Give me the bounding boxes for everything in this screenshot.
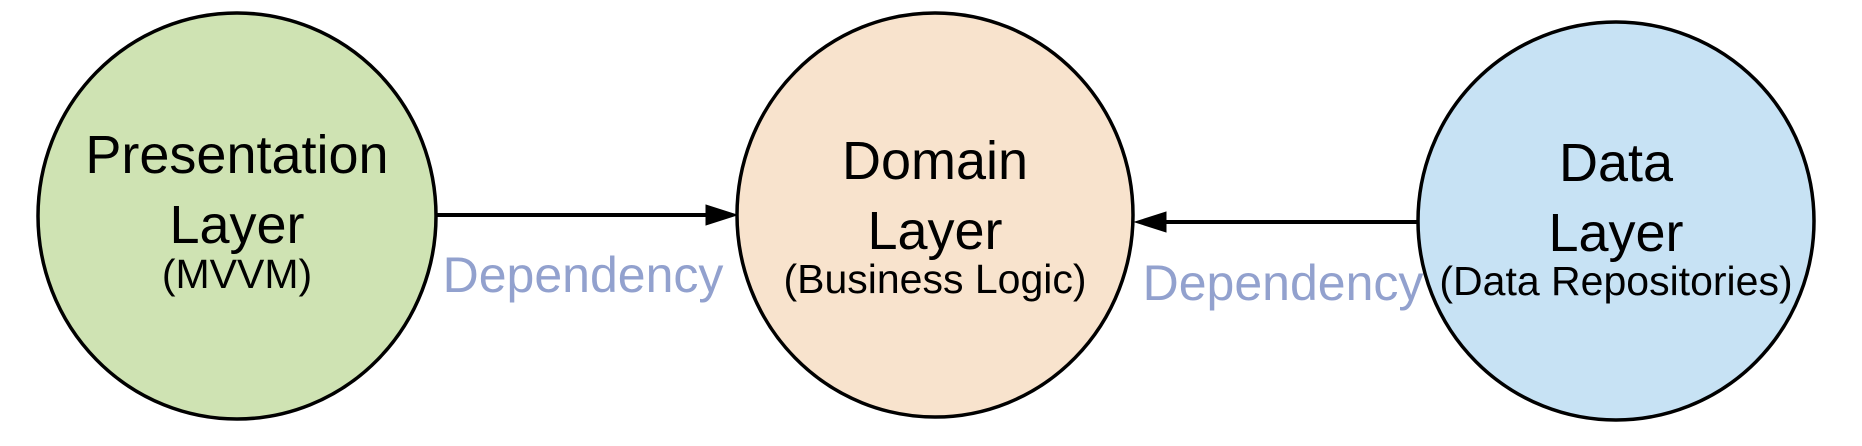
edge-presentation-to-domain: Dependency	[436, 204, 739, 303]
edge-data-to-domain: Dependency	[1133, 211, 1424, 311]
presentation-layer-subtitle: (MVVM)	[162, 251, 312, 297]
arrowhead-right-pointing-icon	[705, 204, 739, 226]
presentation-layer-title-line2: Layer	[169, 195, 304, 255]
domain-layer-title-line1: Domain	[842, 131, 1028, 191]
data-layer-title-line2: Layer	[1548, 203, 1683, 263]
data-layer-circle	[1416, 20, 1816, 422]
arrowhead-left-pointing-icon	[1133, 211, 1167, 233]
presentation-layer-circle	[36, 11, 438, 421]
data-layer-subtitle: (Data Repositories)	[1439, 258, 1792, 304]
domain-layer-subtitle: (Business Logic)	[783, 256, 1086, 302]
node-presentation-layer: Presentation Layer (MVVM)	[36, 11, 438, 421]
node-data-layer: Data Layer (Data Repositories)	[1416, 20, 1816, 422]
domain-layer-title-line2: Layer	[867, 201, 1002, 261]
edge-label-dependency-right: Dependency	[1143, 255, 1424, 311]
domain-layer-circle	[735, 11, 1135, 419]
data-layer-title-line1: Data	[1559, 133, 1674, 193]
presentation-layer-title-line1: Presentation	[85, 125, 388, 185]
edge-label-dependency-left: Dependency	[443, 247, 724, 303]
node-domain-layer: Domain Layer (Business Logic)	[735, 11, 1135, 419]
